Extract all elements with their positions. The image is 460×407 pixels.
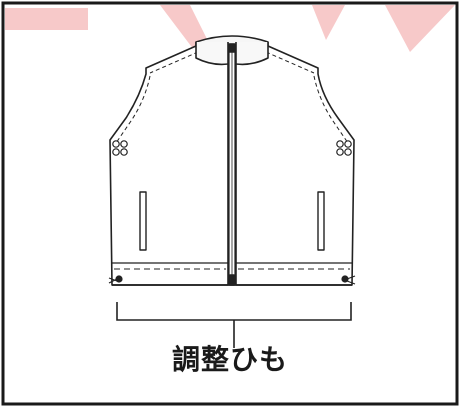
left-snap-buttons xyxy=(112,140,128,156)
drawcord-toggle-icon xyxy=(108,275,356,285)
vest-illustration xyxy=(109,35,355,286)
right-snap-buttons xyxy=(336,140,352,156)
right-pocket xyxy=(317,191,325,251)
callout-bracket xyxy=(116,302,352,348)
left-pocket xyxy=(139,191,147,251)
callout-label: 調整ひも xyxy=(171,343,288,376)
